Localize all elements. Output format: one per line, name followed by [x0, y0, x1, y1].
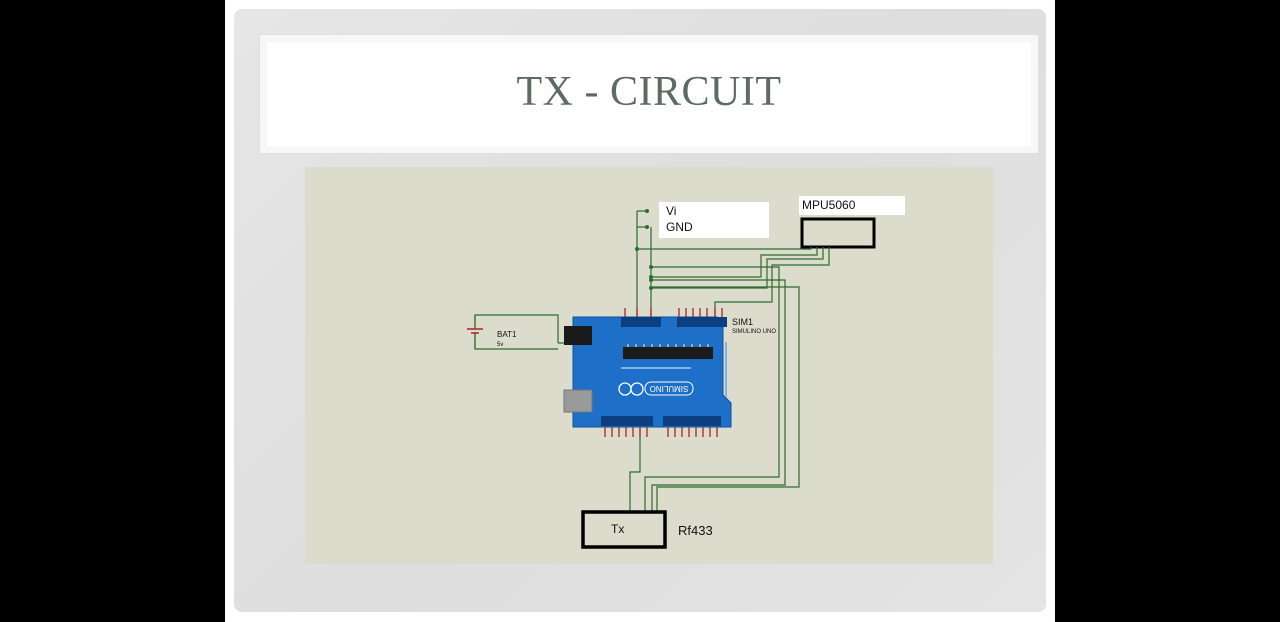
tx-module-label: Tx: [611, 522, 624, 536]
battery-value-label: 5v: [497, 342, 503, 348]
title-inner: TX - CIRCUIT: [267, 42, 1031, 146]
slide: TX - CIRCUIT Vi GND MPU5060: [225, 0, 1055, 622]
power-jack: [564, 326, 592, 345]
title-box: TX - CIRCUIT: [260, 35, 1038, 153]
board-name-label: SIMULINO UNO: [732, 329, 776, 335]
board-ref-label: SIM1: [732, 317, 753, 327]
rf433-label: Rf433: [678, 523, 713, 538]
gnd-label: GND: [666, 220, 693, 234]
battery-ref-label: BAT1: [497, 330, 517, 339]
mpu-label: MPU5060: [802, 198, 856, 212]
chip-pins: [627, 344, 709, 347]
schematic-svg: Vi GND MPU5060: [467, 196, 905, 549]
wire-junctions: [635, 209, 653, 290]
board-bottom-pins: [604, 427, 718, 437]
usb-port: [563, 389, 593, 413]
slide-frame: TX - CIRCUIT Vi GND MPU5060: [234, 9, 1046, 612]
battery-symbol: [467, 315, 483, 349]
arduino-board: SIMULINO: [563, 308, 732, 437]
wire-group: [474, 210, 830, 512]
board-logo-text: SIMULINO: [650, 384, 689, 393]
mpu-module: [800, 217, 876, 249]
circuit-schematic: Vi GND MPU5060: [305, 167, 993, 564]
vi-label: Vi: [666, 204, 676, 218]
power-label-box: [659, 202, 769, 238]
tx-module: [581, 510, 667, 549]
slide-title: TX - CIRCUIT: [516, 69, 782, 115]
mpu-label-box: [799, 196, 905, 215]
board-top-pins: [624, 308, 723, 317]
